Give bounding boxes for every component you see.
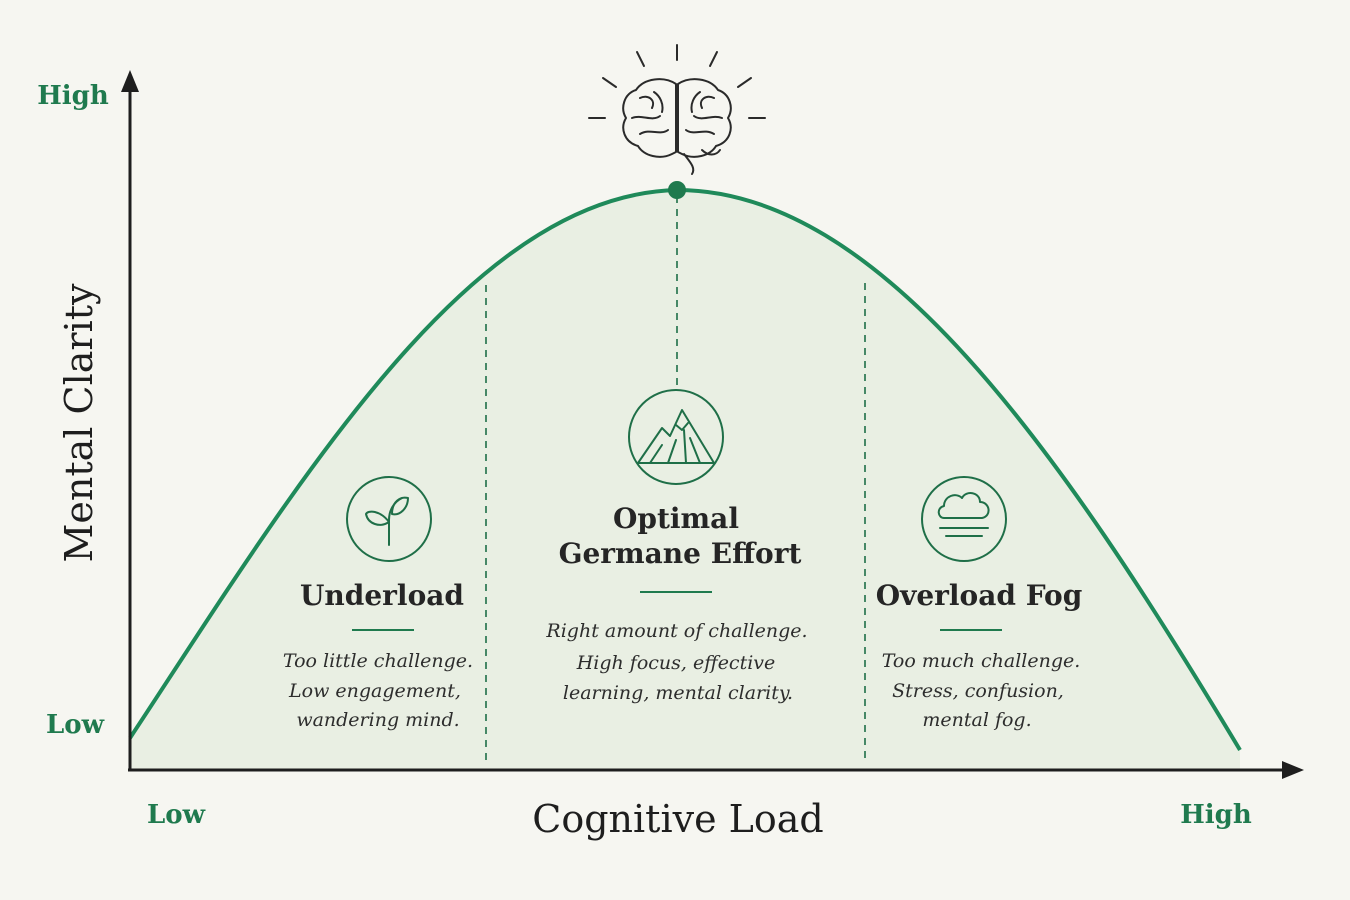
zone-desc-line: wandering mind. <box>296 709 459 731</box>
x-axis-title: Cognitive Load <box>532 797 823 841</box>
zone-desc-line: High focus, effective <box>576 652 776 674</box>
zone-title: Optimal <box>613 502 739 535</box>
y-low-label: Low <box>46 710 105 740</box>
zone-title: Germane Effort <box>559 537 802 570</box>
zone-desc-line: mental fog. <box>922 709 1031 731</box>
y-axis-arrow <box>121 70 139 92</box>
zone-desc-line: learning, mental clarity. <box>563 682 793 704</box>
zone-desc-line: Right amount of challenge. <box>545 620 807 642</box>
zone-desc-line: Low engagement, <box>288 680 461 702</box>
mountain-icon <box>628 389 724 485</box>
cloud-icon <box>921 476 1007 562</box>
y-high-label: High <box>37 81 109 111</box>
x-high-label: High <box>1180 800 1252 830</box>
zone-overload: Overload Fog Too much challenge. Stress,… <box>876 476 1083 731</box>
curve-area <box>130 190 1240 770</box>
sprout-icon <box>346 476 432 562</box>
zone-title: Overload Fog <box>876 579 1083 612</box>
zone-underload: Underload Too little challenge. Low enga… <box>283 476 473 731</box>
zone-desc-line: Stress, confusion, <box>892 680 1064 702</box>
y-axis-title: Mental Clarity <box>57 283 101 563</box>
x-low-label: Low <box>147 800 206 830</box>
x-axis-arrow <box>1282 761 1304 779</box>
brain-icon <box>588 44 766 175</box>
zone-optimal: Optimal Germane Effort Right amount of c… <box>545 389 808 704</box>
zone-desc-line: Too little challenge. <box>283 650 473 672</box>
zone-title: Underload <box>300 579 464 612</box>
peak-point <box>668 181 686 199</box>
zone-desc-line: Too much challenge. <box>882 650 1081 672</box>
